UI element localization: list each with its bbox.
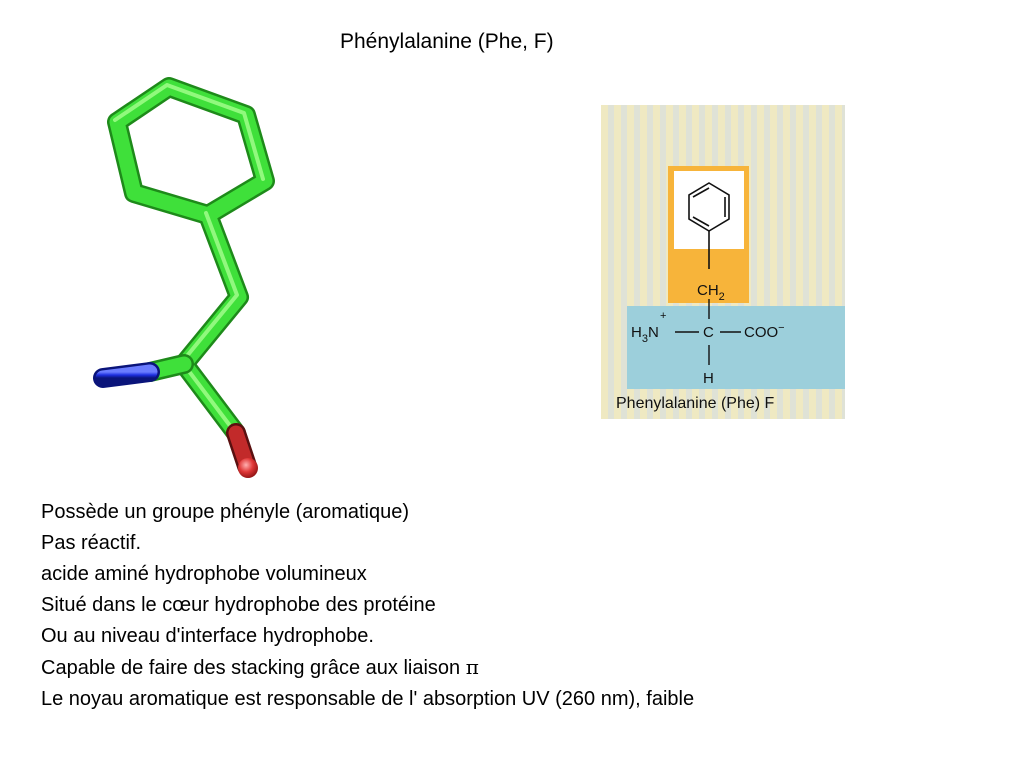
svg-text:H: H — [703, 370, 714, 387]
svg-text:CH2: CH2 — [697, 282, 725, 303]
svg-text:COO−: COO− — [744, 322, 785, 341]
bullet-item: Situé dans le cœur hydrophobe des protéi… — [41, 594, 436, 616]
bullet-item: acide aminé hydrophobe volumineux — [41, 563, 367, 585]
svg-text:C: C — [703, 324, 714, 341]
carbon-sticks — [107, 77, 275, 443]
benzene-ring-icon — [688, 182, 730, 269]
structure-formula-card: CH2 H3N + C COO− H Phenylalanine (Phe) F — [601, 105, 845, 419]
svg-text:H3N: H3N — [631, 324, 659, 345]
bullet-item: Le noyau aromatique est responsable de l… — [41, 688, 695, 710]
structure-caption: Phenylalanine (Phe) F — [616, 395, 775, 412]
bullet-list: Possède un groupe phényle (aromatique) P… — [41, 497, 694, 715]
bullet-item: Possède un groupe phényle (aromatique) — [41, 501, 410, 523]
nitrogen-stick — [93, 354, 194, 388]
svg-text:+: + — [660, 310, 666, 322]
bullet-item: Capable de faire des stacking grâce aux … — [41, 652, 694, 684]
bullet-item: Pas réactif. — [41, 532, 142, 554]
bullet-item: Ou au niveau d'interface hydrophobe. — [41, 625, 374, 647]
oxygen-stick — [226, 423, 258, 478]
backbone-box — [627, 306, 845, 389]
pi-symbol: π — [465, 655, 479, 679]
phenylalanine-3d-model — [93, 77, 275, 478]
bullet-text: Capable de faire des stacking grâce aux … — [41, 657, 466, 679]
slide-title: Phénylalanine (Phe, F) — [340, 30, 554, 53]
